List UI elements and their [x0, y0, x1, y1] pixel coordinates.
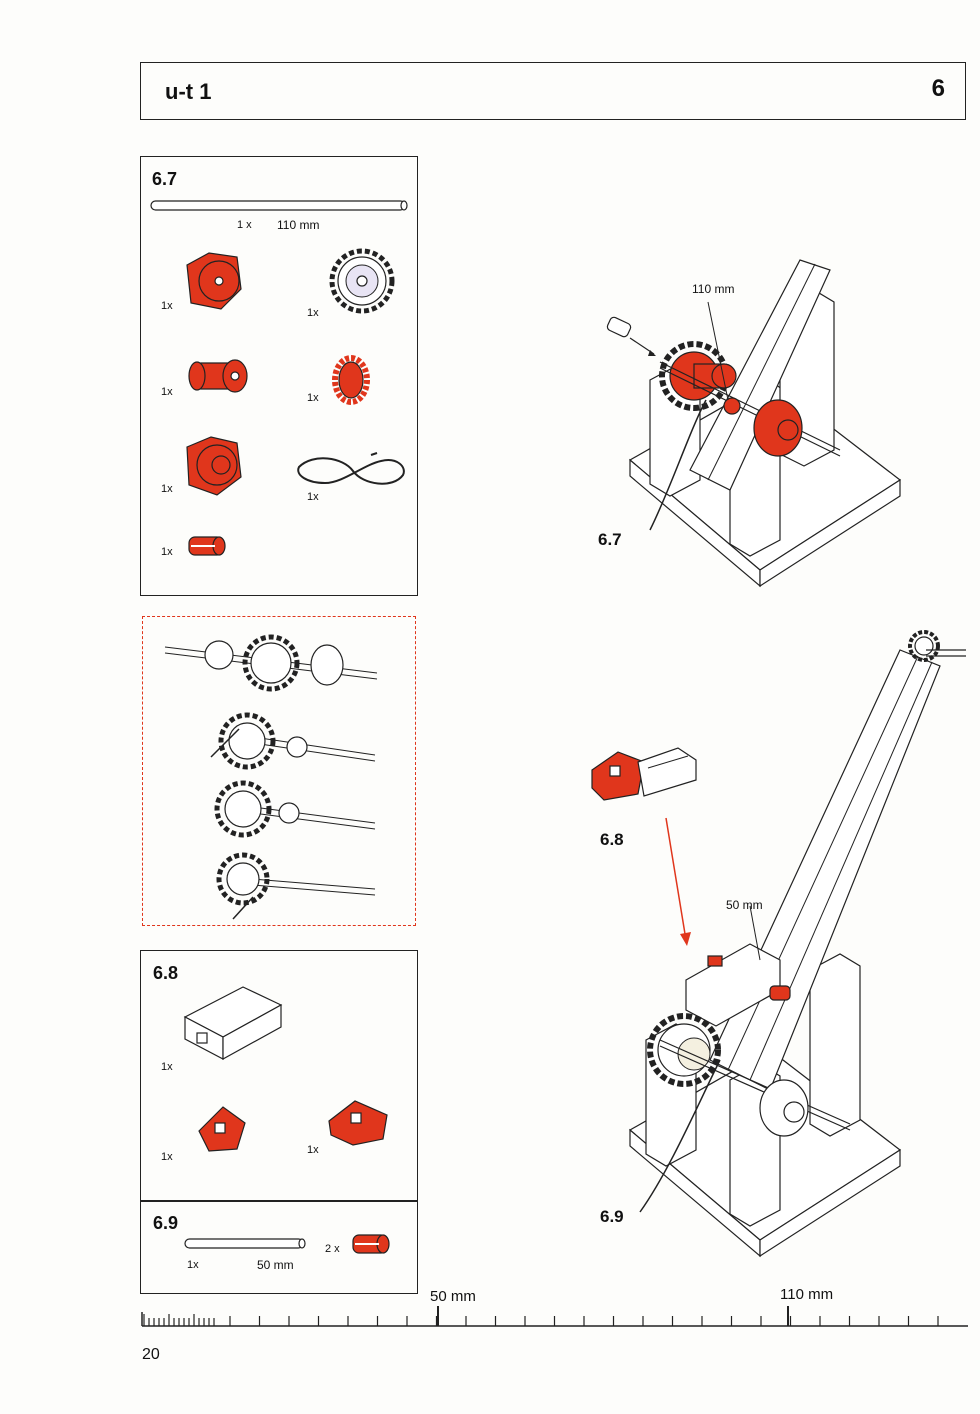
- part-qty: 1x: [161, 386, 173, 398]
- assembly-illustration-6-7: [606, 259, 902, 588]
- parts-panel-6-9: 6.9 1x 50 mm 2 x: [140, 1200, 418, 1294]
- parts-panel-6-8: 6.8 1x 1x 1x: [140, 950, 418, 1202]
- axle-qty: 1x: [187, 1259, 199, 1271]
- part-qty: 1x: [307, 307, 319, 319]
- red-hub-icon: [186, 436, 242, 496]
- step-label: 6.8: [153, 963, 179, 983]
- red-clip-icon: [188, 536, 226, 556]
- callout-110: 110 mm: [692, 282, 735, 296]
- header-page-number: 6: [931, 75, 945, 102]
- part-qty: 1x: [161, 1151, 173, 1163]
- callout-50: 50 mm: [726, 898, 763, 912]
- part-qty: 1x: [161, 483, 173, 495]
- axle-50-icon: [184, 1238, 306, 1249]
- parts-panel-6-7: 6.7 1 x 110 mm 1x 1x 1x 1x: [140, 156, 418, 596]
- illustration-label-6-7: 6.7: [598, 530, 622, 549]
- illustration-label-6-8: 6.8: [600, 830, 624, 849]
- ruler-label-110: 110 mm: [780, 1286, 834, 1303]
- part-qty: 1x: [307, 491, 319, 503]
- part-qty: 1x: [161, 1061, 173, 1073]
- red-angle-block-detail-icon: [591, 747, 697, 801]
- gear-assembly-illustration: [164, 634, 378, 920]
- page-number: 20: [142, 1346, 160, 1363]
- illustration-label-6-9: 6.9: [600, 1207, 624, 1226]
- red-small-gear-icon: [332, 355, 370, 405]
- part-qty: 1x: [161, 300, 173, 312]
- axle-110-icon: [150, 200, 408, 211]
- measurement-ruler: [141, 1306, 968, 1327]
- red-angle-block-icon: [328, 1100, 388, 1146]
- red-angle-block-icon: [198, 1106, 246, 1152]
- placement-arrow: [665, 817, 691, 946]
- assembly-illustration-6-9: [628, 630, 966, 1258]
- ruler-label-50: 50 mm: [430, 1288, 476, 1305]
- red-hub-nut-icon: [186, 252, 242, 310]
- subassembly-panel: [142, 616, 416, 926]
- building-block-icon: [183, 986, 283, 1061]
- part-qty: 1x: [307, 392, 319, 404]
- step-label: 6.9: [153, 1213, 179, 1233]
- step-label: 6.7: [152, 169, 178, 189]
- red-clip-icon: [352, 1234, 390, 1254]
- gear-wheel-icon: [329, 248, 395, 314]
- rubber-band-icon: [297, 452, 405, 485]
- header-title: u-t 1: [165, 79, 212, 104]
- part-qty: 1x: [307, 1144, 319, 1156]
- part-qty: 1x: [161, 546, 173, 558]
- axle-length: 50 mm: [257, 1258, 294, 1272]
- red-coupling-icon: [188, 359, 248, 393]
- page-header: u-t 1 6: [140, 62, 966, 120]
- clip-qty: 2 x: [325, 1243, 340, 1255]
- axle-length: 110 mm: [277, 218, 320, 232]
- axle-qty: 1 x: [237, 219, 252, 231]
